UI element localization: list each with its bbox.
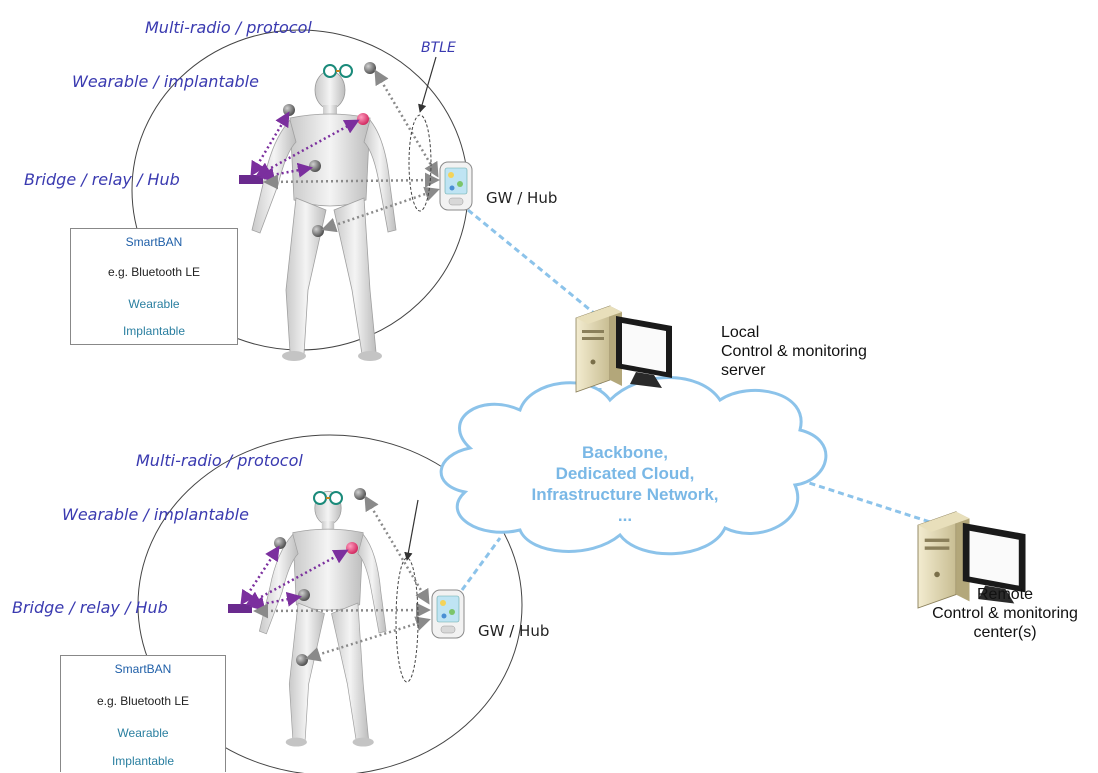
cloud-line4: ... bbox=[617, 506, 633, 525]
sensor-node-icon bbox=[364, 62, 376, 74]
label-wearable-implantable: Wearable / implantable bbox=[72, 72, 259, 91]
cloud-line2: Dedicated Cloud, bbox=[555, 464, 695, 483]
label-multi-radio: Multi-radio / protocol bbox=[145, 18, 312, 37]
link-gw-cloud bbox=[460, 537, 502, 591]
legend-smartban: SmartBAN bbox=[125, 235, 183, 249]
hub-device-icon bbox=[239, 175, 263, 184]
remote-line3: center(s) bbox=[973, 624, 1037, 641]
sensor-node-icon bbox=[309, 160, 321, 172]
legend-top: SmartBAN e.g. Bluetooth LE Wearable Impl… bbox=[70, 228, 238, 345]
implant-node-icon bbox=[357, 113, 369, 125]
legend-bluetooth: e.g. Bluetooth LE bbox=[107, 265, 201, 279]
glasses-icon bbox=[323, 64, 353, 78]
smartphone-icon bbox=[431, 589, 465, 639]
label-bridge-relay-hub: Bridge / relay / Hub bbox=[24, 170, 180, 189]
sensor-node-icon bbox=[312, 225, 324, 237]
legend-smartban: SmartBAN bbox=[114, 662, 172, 676]
local-server-label: Local Control & monitoring server bbox=[721, 323, 867, 380]
label-wearable-implantable: Wearable / implantable bbox=[62, 505, 249, 524]
remote-line1: Remote bbox=[976, 586, 1034, 603]
legend-bluetooth: e.g. Bluetooth LE bbox=[96, 694, 190, 708]
legend-wearable: Wearable bbox=[128, 297, 180, 311]
label-btle: BTLE bbox=[421, 40, 456, 56]
sensor-node-icon bbox=[283, 104, 295, 116]
sensor-node-icon bbox=[298, 589, 310, 601]
hub-device-icon bbox=[228, 604, 252, 613]
sensor-node-icon bbox=[354, 488, 366, 500]
local-server-line3: server bbox=[721, 362, 766, 379]
sensor-node-icon bbox=[274, 537, 286, 549]
remote-center-label: Remote Control & monitoring center(s) bbox=[910, 585, 1098, 642]
ban-boundary-bottom bbox=[137, 434, 523, 773]
smartphone-icon bbox=[439, 161, 473, 211]
label-bridge-relay-hub: Bridge / relay / Hub bbox=[12, 598, 168, 617]
human-body-icon bbox=[251, 70, 397, 362]
label-multi-radio: Multi-radio / protocol bbox=[136, 451, 303, 470]
label-gw-hub: GW / Hub bbox=[486, 189, 558, 207]
cloud-label: Backbone, Dedicated Cloud, Infrastructur… bbox=[460, 442, 790, 526]
glasses-icon bbox=[313, 491, 343, 505]
legend-implantable: Implantable bbox=[122, 324, 186, 338]
human-body-icon bbox=[258, 490, 387, 747]
local-server-line1: Local bbox=[721, 324, 760, 341]
link-cloud-remote bbox=[799, 478, 931, 524]
remote-line2: Control & monitoring bbox=[932, 605, 1078, 622]
link-gw-local bbox=[467, 208, 601, 320]
legend-wearable: Wearable bbox=[117, 726, 169, 740]
legend-bottom: SmartBAN e.g. Bluetooth LE Wearable Impl… bbox=[60, 655, 226, 772]
cloud-line3: Infrastructure Network, bbox=[531, 485, 719, 504]
legend-implantable: Implantable bbox=[111, 754, 175, 768]
local-server-line2: Control & monitoring bbox=[721, 343, 867, 360]
implant-node-icon bbox=[346, 542, 358, 554]
cloud-line1: Backbone, bbox=[582, 443, 668, 462]
sensor-node-icon bbox=[296, 654, 308, 666]
label-gw-hub: GW / Hub bbox=[478, 622, 550, 640]
